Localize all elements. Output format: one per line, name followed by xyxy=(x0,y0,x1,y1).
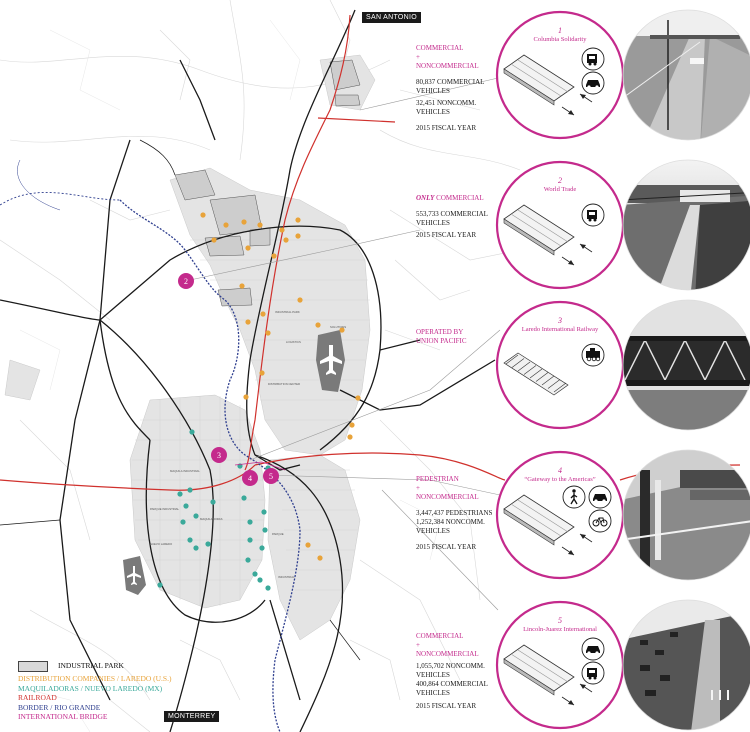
bridge-1-photo xyxy=(623,10,750,140)
rio-grande-border xyxy=(119,199,301,732)
truck-icon xyxy=(581,661,605,685)
bridge-2-year: 2015 FISCAL YEAR xyxy=(416,231,477,239)
bridge-5-photo xyxy=(623,600,750,730)
bridge-1-number: 1 xyxy=(558,26,562,35)
truck-icon xyxy=(581,203,605,227)
bridge-3-info: OPERATED BY UNION PACIFIC xyxy=(416,328,467,346)
bridge-1-name: Columbia Solidarity xyxy=(534,36,588,43)
bridge-1-stat-2: 32,451 NONCOMM. VEHICLES xyxy=(416,99,477,116)
bridge-2-stat-1: 553,733 COMMERCIAL VEHICLES xyxy=(416,210,488,227)
bridge-4-photo xyxy=(623,450,750,580)
svg-text:SOLUTIONS: SOLUTIONS xyxy=(330,325,346,329)
bridge-4-stat-2: 1,252,384 NONCOMM. VEHICLES xyxy=(416,518,485,535)
bridge-2-only: ONLY xyxy=(416,194,435,202)
bridge-5-info: COMMERCIAL + NONCOMMERCIAL 1,055,702 NON… xyxy=(416,632,508,711)
bridge-4-type-2: NONCOMMERCIAL xyxy=(416,493,479,501)
city-label-monterrey: MONTERREY xyxy=(164,711,220,722)
bridge-3-photo xyxy=(623,300,750,430)
bridge-5-year: 2015 FISCAL YEAR xyxy=(416,702,477,710)
bridge-2-name: World Trade xyxy=(544,186,577,193)
legend-maquiladoras: MAQUILADORAS / NUEVO LAREDO (MX) xyxy=(18,683,163,693)
bridge-5-stat-1: 1,055,702 NONCOMM. VEHICLES xyxy=(416,662,485,679)
svg-text:PARQUE: PARQUE xyxy=(272,532,284,536)
bridge-3-type: OPERATED BY xyxy=(416,328,464,336)
leader-lines xyxy=(189,77,501,611)
legend-railroad: RAILROAD xyxy=(18,693,57,702)
bridge-markers xyxy=(178,273,279,486)
background-streets xyxy=(0,0,521,732)
bridge-4-stat-1: 3,447,437 PEDESTRIANS xyxy=(416,509,493,517)
bicycle-icon xyxy=(588,509,612,533)
svg-text:INDUSTRIAL: INDUSTRIAL xyxy=(278,575,295,579)
bridge-1-type-2: NONCOMMERCIAL xyxy=(416,62,479,70)
bridge-1-stat-1: 80,837 COMMERCIAL VEHICLES xyxy=(416,78,485,95)
bridge-2-photo xyxy=(623,160,750,290)
bridge-5-type: COMMERCIAL xyxy=(416,632,464,640)
bridge-1-type: COMMERCIAL xyxy=(416,44,464,52)
bridge-2-number: 2 xyxy=(558,176,562,185)
airport-plane-icons xyxy=(127,345,342,585)
bridge-4-year: 2015 FISCAL YEAR xyxy=(416,543,477,551)
bridge-4-type: PEDESTRIAN xyxy=(416,475,459,483)
bridge-3-number: 3 xyxy=(557,316,562,325)
bridge-3-name: Laredo International Railway xyxy=(522,326,599,333)
bridge-1-type-plus: + xyxy=(416,53,420,61)
maquiladora-dots xyxy=(157,429,271,591)
legend-international-bridge: INTERNATIONAL BRIDGE xyxy=(18,712,108,721)
bridge-marker-4: 4 xyxy=(248,474,252,483)
legend-border: BORDER / RIO GRANDE xyxy=(18,702,101,712)
bridge-2-info: ONLY COMMERCIAL 553,733 COMMERCIAL VEHIC… xyxy=(416,194,508,240)
pedestrian-icon xyxy=(562,485,586,509)
svg-text:NUEVO LAREDO: NUEVO LAREDO xyxy=(150,542,173,546)
bridge-4-info: PEDESTRIAN + NONCOMMERCIAL 3,447,437 PED… xyxy=(416,475,508,552)
car-icon xyxy=(588,485,612,509)
svg-text:INDUSTRIAL PARK: INDUSTRIAL PARK xyxy=(275,310,300,314)
svg-text:PARQUE INDUSTRIAL: PARQUE INDUSTRIAL xyxy=(150,507,179,511)
bridge-marker-2: 2 xyxy=(184,277,188,286)
bridge-4-name: “Gateway to the Americas” xyxy=(524,476,595,483)
city-label-san-antonio: SAN ANTONIO xyxy=(362,12,422,23)
bridge-5-type-2: NONCOMMERCIAL xyxy=(416,650,479,658)
map-legend: INDUSTRIAL PARK DISTRIBUTION COMPANIES /… xyxy=(18,661,171,722)
bridge-2-type-rest: COMMERCIAL xyxy=(436,194,484,202)
bridge-marker-5: 5 xyxy=(269,472,273,481)
bridge-1-info: COMMERCIAL + NONCOMMERCIAL 80,837 COMMER… xyxy=(416,44,508,133)
bridge-5-stat-2: 400,864 COMMERCIAL VEHICLES xyxy=(416,680,488,697)
bridge-2-type: ONLY COMMERCIAL xyxy=(416,194,508,203)
bridge-4-diagram: 4“Gateway to the Americas” xyxy=(495,450,625,580)
car-icon xyxy=(581,71,605,95)
legend-industrial-park: INDUSTRIAL PARK xyxy=(58,661,124,671)
svg-text:MAQUILADORAS: MAQUILADORAS xyxy=(200,517,223,521)
bridge-4-number: 4 xyxy=(558,466,562,475)
bridge-4-type-plus: + xyxy=(416,484,420,492)
svg-text:DISTRIBUTION CENTER: DISTRIBUTION CENTER xyxy=(268,382,300,386)
bridge-5-number: 5 xyxy=(558,616,562,625)
train-icon xyxy=(581,343,605,367)
distribution-company-dots xyxy=(200,212,361,561)
legend-distribution: DISTRIBUTION COMPANIES / LAREDO (U.S.) xyxy=(18,674,172,683)
svg-text:LOGISTICS: LOGISTICS xyxy=(286,340,301,344)
bridge-5-type-plus: + xyxy=(416,641,420,649)
bridge-marker-3: 3 xyxy=(217,451,221,460)
bridge-3-type-2: UNION PACIFIC xyxy=(416,337,467,345)
bridge-5-name: Lincoln-Juarez International xyxy=(523,626,597,633)
industrial-park-swatch xyxy=(18,661,48,672)
truck-icon xyxy=(581,47,605,71)
car-icon xyxy=(581,637,605,661)
map-micro-labels: INDUSTRIAL PARK SOLUTIONS LOGISTICS DIST… xyxy=(150,310,346,579)
svg-text:MAQUILA INDUSTRIAL: MAQUILA INDUSTRIAL xyxy=(170,469,200,473)
bridge-1-year: 2015 FISCAL YEAR xyxy=(416,124,477,132)
